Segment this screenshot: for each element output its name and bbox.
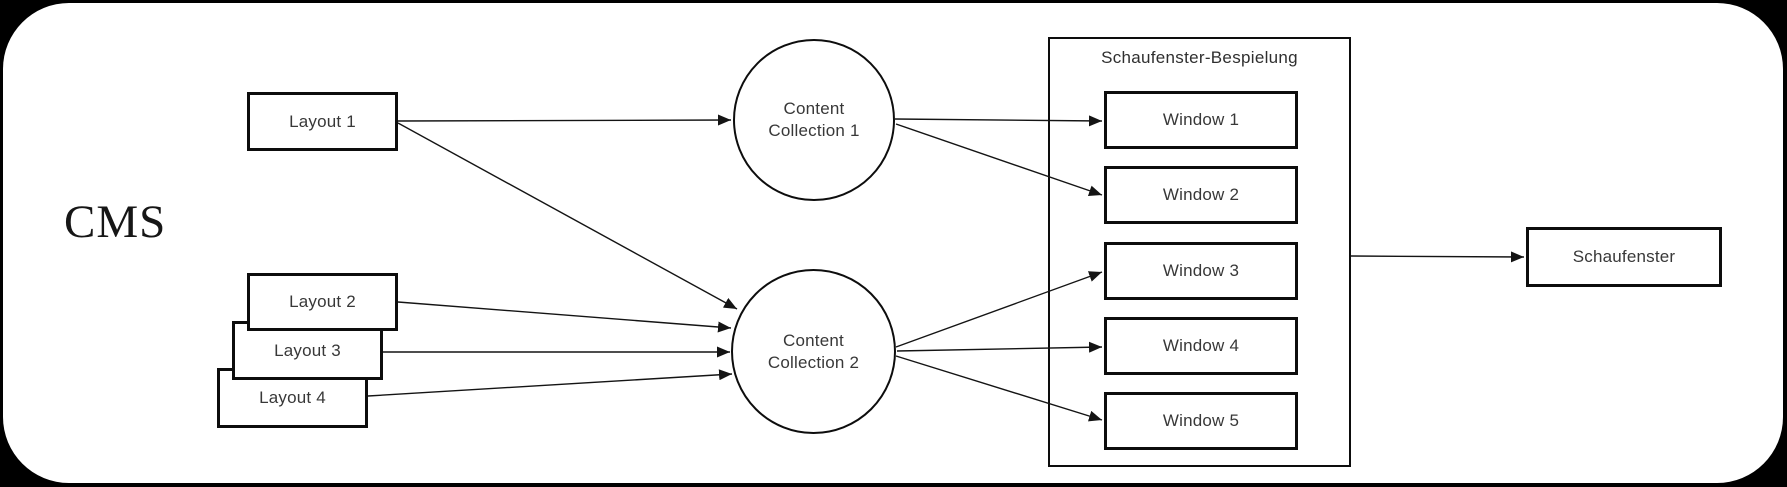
node-content-collection-1: Content Collection 1 <box>733 39 895 201</box>
node-window-2-label: Window 2 <box>1162 185 1240 204</box>
node-schaufenster-label: Schaufenster <box>1572 247 1676 266</box>
node-content-collection-2: Content Collection 2 <box>731 269 896 434</box>
group-schaufenster-bespielung: Schaufenster-Bespielung Window 1 Window … <box>1048 37 1351 467</box>
node-window-3: Window 3 <box>1104 242 1298 300</box>
node-layout-1: Layout 1 <box>247 92 398 151</box>
node-window-5: Window 5 <box>1104 392 1298 450</box>
node-window-2: Window 2 <box>1104 166 1298 224</box>
node-window-1: Window 1 <box>1104 91 1298 149</box>
node-window-3-label: Window 3 <box>1162 261 1240 280</box>
node-layout-4-label: Layout 4 <box>259 388 326 407</box>
node-layout-2: Layout 2 <box>247 273 398 331</box>
node-window-4: Window 4 <box>1104 317 1298 375</box>
node-window-1-label: Window 1 <box>1162 110 1240 129</box>
node-content-collection-1-label: Content Collection 1 <box>768 99 860 140</box>
node-window-4-label: Window 4 <box>1162 336 1240 355</box>
node-layout-1-label: Layout 1 <box>289 111 356 131</box>
node-content-collection-2-label: Content Collection 2 <box>767 330 860 372</box>
node-window-5-label: Window 5 <box>1162 411 1240 430</box>
node-layout-3-label: Layout 3 <box>274 340 341 360</box>
node-layout-2-label: Layout 2 <box>289 292 356 311</box>
group-title: Schaufenster-Bespielung <box>1101 48 1298 67</box>
node-schaufenster: Schaufenster <box>1526 227 1722 287</box>
cms-label: CMS <box>64 196 167 248</box>
